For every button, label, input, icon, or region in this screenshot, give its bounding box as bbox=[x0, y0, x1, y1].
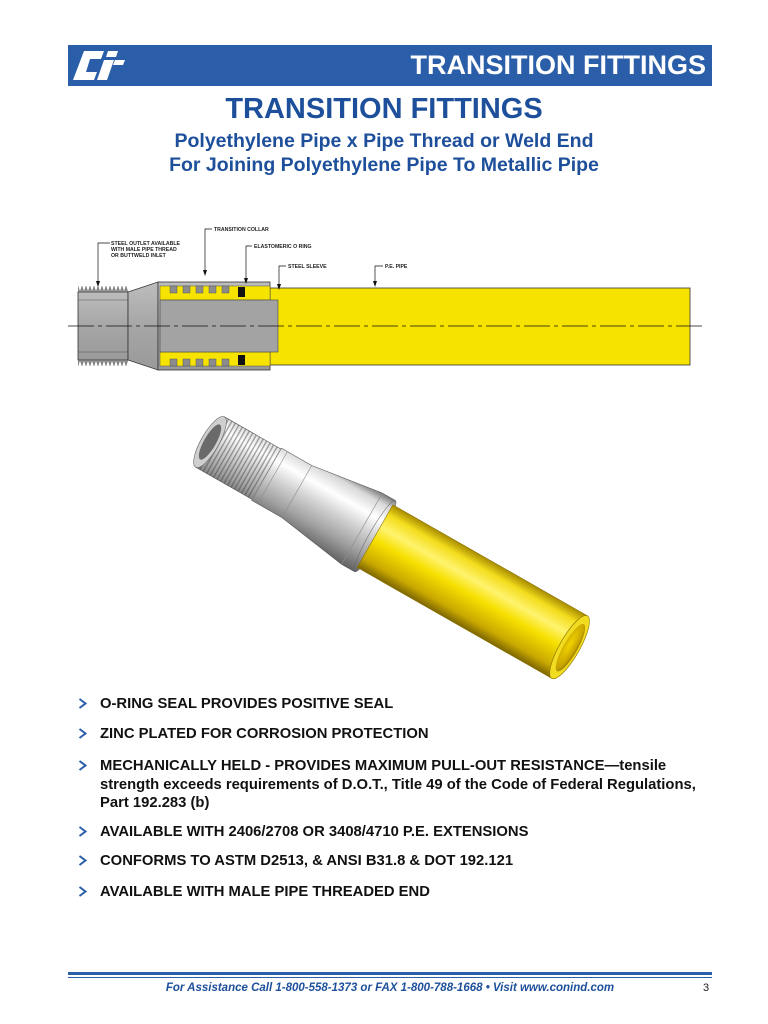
label-steel-outlet-line-3: OR BUTTWELD INLET bbox=[111, 253, 167, 259]
page-title: TRANSITION FITTINGS bbox=[225, 93, 543, 125]
chevron-right-icon bbox=[78, 698, 87, 709]
label-pe-pipe: P.E. PIPE bbox=[385, 264, 408, 270]
cross-section-diagram: STEEL OUTLET AVAILABLE WITH MALE PIPE TH… bbox=[68, 227, 705, 371]
label-steel-sleeve: STEEL SLEEVE bbox=[288, 264, 327, 270]
header-title: TRANSITION FITTINGS bbox=[410, 50, 706, 80]
leader-arrows bbox=[96, 270, 377, 290]
product-render bbox=[193, 416, 590, 680]
o-ring-bottom bbox=[238, 355, 245, 365]
chevron-right-icon bbox=[78, 886, 87, 897]
feature-item-3: MECHANICALLY HELD - PROVIDES MAXIMUM PUL… bbox=[100, 758, 696, 811]
o-ring-top bbox=[238, 287, 245, 297]
label-transition-collar: TRANSITION COLLAR bbox=[214, 227, 269, 233]
feature-item-1: O-RING SEAL PROVIDES POSITIVE SEAL bbox=[100, 696, 394, 712]
feature-item-2: ZINC PLATED FOR CORROSION PROTECTION bbox=[100, 726, 429, 742]
page-number: 3 bbox=[703, 982, 710, 994]
footer-contact: For Assistance Call 1-800-558-1373 or FA… bbox=[165, 982, 615, 994]
chevron-right-icon bbox=[78, 855, 87, 866]
label-steel-outlet-line-1: STEEL OUTLET AVAILABLE bbox=[111, 241, 181, 247]
footer-divider-thin bbox=[68, 977, 712, 978]
label-o-ring: ELASTOMERIC O RING bbox=[254, 244, 312, 250]
chevron-right-icon bbox=[78, 826, 87, 837]
subtitle-line-2: For Joining Polyethylene Pipe To Metalli… bbox=[169, 154, 599, 176]
header-bar: TRANSITION FITTINGS bbox=[68, 45, 712, 86]
feature-item-4: AVAILABLE WITH 2406/2708 OR 3408/4710 P.… bbox=[100, 824, 529, 840]
pe-pipe bbox=[267, 287, 691, 366]
yellow-pe-pipe bbox=[356, 504, 590, 680]
company-logo bbox=[73, 51, 125, 80]
label-steel-outlet-line-2: WITH MALE PIPE THREAD bbox=[111, 247, 177, 253]
chevron-right-icon bbox=[78, 760, 87, 771]
leader-lines bbox=[97, 228, 383, 284]
footer-divider bbox=[68, 972, 712, 975]
feature-item-6: AVAILABLE WITH MALE PIPE THREADED END bbox=[100, 884, 430, 900]
feature-item-5: CONFORMS TO ASTM D2513, & ANSI B31.8 & D… bbox=[100, 853, 514, 869]
subtitle-line-1: Polyethylene Pipe x Pipe Thread or Weld … bbox=[174, 130, 594, 152]
chevron-right-icon bbox=[78, 728, 87, 739]
